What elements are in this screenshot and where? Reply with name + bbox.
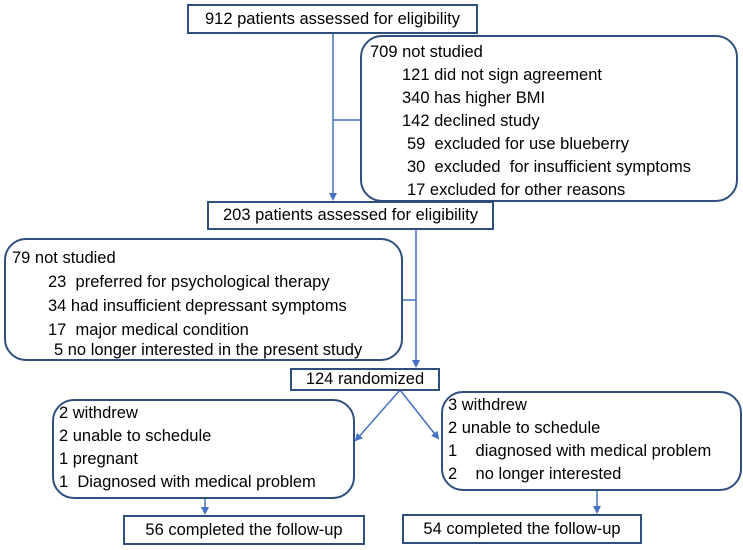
excluded-item: 59 excluded for use blueberry xyxy=(407,135,629,153)
left-arm-item: 2 withdrew xyxy=(59,404,138,422)
right-completed-text: 54 completed the follow-up xyxy=(423,519,621,538)
left-arm-item: 1 Diagnosed with medical problem xyxy=(59,473,316,491)
excluded-box-2-title: 79 not studied xyxy=(12,249,116,267)
randomized-box-text: 124 randomized xyxy=(305,370,425,388)
assessed-box-2-text: 203 patients assessed for eligibility xyxy=(223,206,478,224)
excluded-item: 17 major medical condition xyxy=(48,321,249,339)
left-arm-box: 2 withdrew 2 unable to schedule 1 pregna… xyxy=(52,399,355,499)
right-arm-item: 3 withdrew xyxy=(448,396,527,414)
left-arm-item: 1 pregnant xyxy=(59,450,138,468)
left-completed-text: 56 completed the follow-up xyxy=(145,520,343,539)
right-arm-item: 1 diagnosed with medical problem xyxy=(448,442,712,460)
excluded-box-2: 79 not studied 23 preferred for psycholo… xyxy=(4,238,403,361)
right-arm-item: 2 no longer interested xyxy=(448,465,622,483)
excluded-box-1-title: 709 not studied xyxy=(370,43,483,61)
excluded-item: 142 declined study xyxy=(402,112,540,130)
assessed-box-1: 912 patients assessed for eligibility xyxy=(187,4,478,34)
assessed-box-2: 203 patients assessed for eligibility xyxy=(207,201,494,230)
left-completed-box: 56 completed the follow-up xyxy=(123,515,365,545)
arrow-randomized-to-right-arm xyxy=(399,389,440,440)
assessed-box-1-text: 912 patients assessed for eligibility xyxy=(205,9,460,28)
excluded-item: 30 excluded for insufficient symptoms xyxy=(407,158,691,176)
excluded-item: 34 had insufficient depressant symptoms xyxy=(48,297,347,315)
randomized-box: 124 randomized xyxy=(290,368,440,391)
excluded-item: 121 did not sign agreement xyxy=(402,66,602,84)
right-arm-box: 3 withdrew 2 unable to schedule 1 diagno… xyxy=(441,391,742,491)
right-completed-box: 54 completed the follow-up xyxy=(402,514,642,544)
excluded-item: 340 has higher BMI xyxy=(402,89,546,107)
excluded-item: 17 excluded for other reasons xyxy=(407,181,626,199)
excluded-item: 23 preferred for psychological therapy xyxy=(48,273,330,291)
excluded-item: 5 no longer interested in the present st… xyxy=(54,341,363,359)
right-arm-item: 2 unable to schedule xyxy=(448,419,601,437)
left-arm-item: 2 unable to schedule xyxy=(59,427,212,445)
excluded-box-1: 709 not studied 121 did not sign agreeme… xyxy=(360,35,738,202)
arrow-randomized-to-left-arm xyxy=(354,389,401,442)
